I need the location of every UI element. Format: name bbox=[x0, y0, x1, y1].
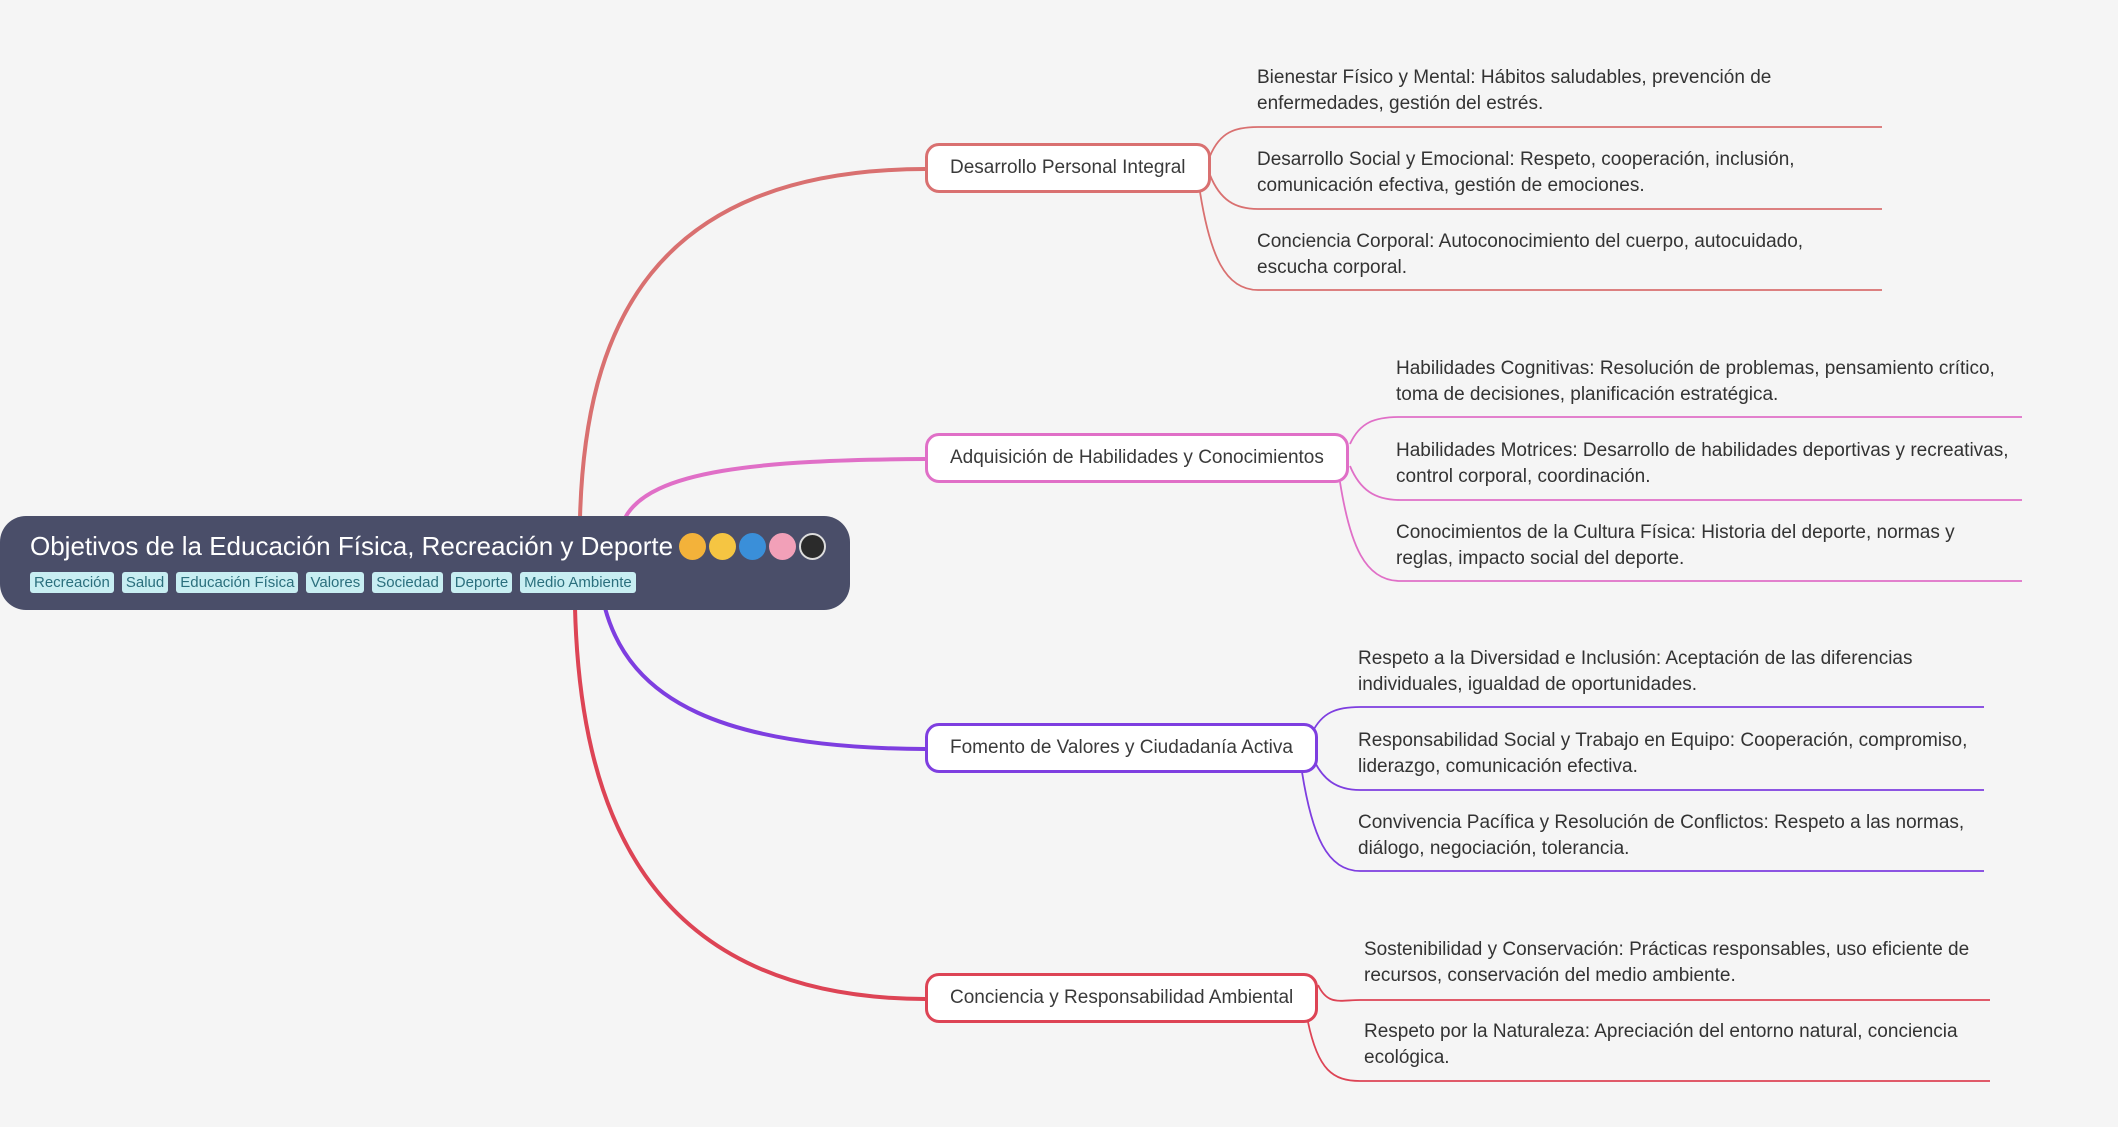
connector-root-branch-4 bbox=[573, 607, 926, 1001]
soccer-ball-icon bbox=[799, 532, 827, 560]
tag-salud[interactable]: Salud bbox=[121, 572, 169, 593]
leaf-convivencia-pacifica[interactable]: Convivencia Pacífica y Resolución de Con… bbox=[1358, 812, 1965, 859]
branch-desarrollo-personal[interactable]: Desarrollo Personal Integral bbox=[925, 143, 1211, 193]
tag-educacion-fisica[interactable]: Educación Física bbox=[176, 572, 299, 593]
branch-2-leaf-lines bbox=[1339, 416, 2022, 582]
leaf-responsabilidad-social[interactable]: Responsabilidad Social y Trabajo en Equi… bbox=[1358, 730, 1968, 777]
globe-icon bbox=[739, 532, 767, 560]
tag-sociedad[interactable]: Sociedad bbox=[372, 572, 443, 593]
tag-valores[interactable]: Valores bbox=[306, 572, 365, 593]
root-title-row: Objetivos de la Educación Física, Recrea… bbox=[30, 530, 850, 562]
brain-icon bbox=[769, 532, 797, 560]
branch-1-leaf-lines bbox=[1199, 126, 1882, 291]
root-emoji-row bbox=[679, 532, 827, 560]
tag-deporte[interactable]: Deporte bbox=[450, 572, 513, 593]
leaf-respeto-diversidad[interactable]: Respeto a la Diversidad e Inclusión: Ace… bbox=[1358, 648, 1913, 695]
branch-label: Desarrollo Personal Integral bbox=[950, 157, 1186, 178]
leaf-respeto-naturaleza[interactable]: Respeto por la Naturaleza: Apreciación d… bbox=[1364, 1021, 1958, 1068]
connector-root-branch-3 bbox=[603, 607, 926, 751]
leaf-sostenibilidad[interactable]: Sostenibilidad y Conservación: Prácticas… bbox=[1364, 939, 1970, 986]
branch-fomento-valores[interactable]: Fomento de Valores y Ciudadanía Activa bbox=[925, 723, 1318, 773]
branch-label: Conciencia y Responsabilidad Ambiental bbox=[950, 987, 1294, 1008]
leaf-cultura-fisica[interactable]: Conocimientos de la Cultura Física: Hist… bbox=[1396, 522, 1955, 569]
tag-medio-ambiente[interactable]: Medio Ambiente bbox=[520, 572, 636, 593]
branch-adquisicion-habilidades[interactable]: Adquisición de Habilidades y Conocimient… bbox=[925, 433, 1349, 483]
branch-4-leaf-lines bbox=[1307, 984, 1990, 1082]
leaf-habilidades-cognitivas[interactable]: Habilidades Cognitivas: Resolución de pr… bbox=[1396, 358, 1995, 405]
branch-conciencia-ambiental[interactable]: Conciencia y Responsabilidad Ambiental bbox=[925, 973, 1319, 1023]
root-topic[interactable]: Objetivos de la Educación Física, Recrea… bbox=[0, 516, 850, 610]
handshake-icon bbox=[709, 532, 737, 560]
tag-recreacion[interactable]: Recreación bbox=[30, 572, 114, 593]
root-title: Objetivos de la Educación Física, Recrea… bbox=[30, 531, 674, 561]
connector-root-branch-1 bbox=[578, 167, 926, 519]
branch-label: Fomento de Valores y Ciudadanía Activa bbox=[950, 737, 1293, 758]
connector-root-branch-2 bbox=[623, 457, 926, 519]
root-tags: Recreación Salud Educación Física Valore… bbox=[30, 572, 850, 593]
leaf-habilidades-motrices[interactable]: Habilidades Motrices: Desarrollo de habi… bbox=[1396, 440, 2009, 487]
leaf-desarrollo-social[interactable]: Desarrollo Social y Emocional: Respeto, … bbox=[1257, 149, 1795, 196]
person-cartwheel-icon bbox=[679, 532, 707, 560]
leaf-bienestar-fisico[interactable]: Bienestar Físico y Mental: Hábitos salud… bbox=[1257, 67, 1772, 114]
leaf-conciencia-corporal[interactable]: Conciencia Corporal: Autoconocimiento de… bbox=[1257, 231, 1804, 278]
branch-label: Adquisición de Habilidades y Conocimient… bbox=[950, 447, 1324, 468]
